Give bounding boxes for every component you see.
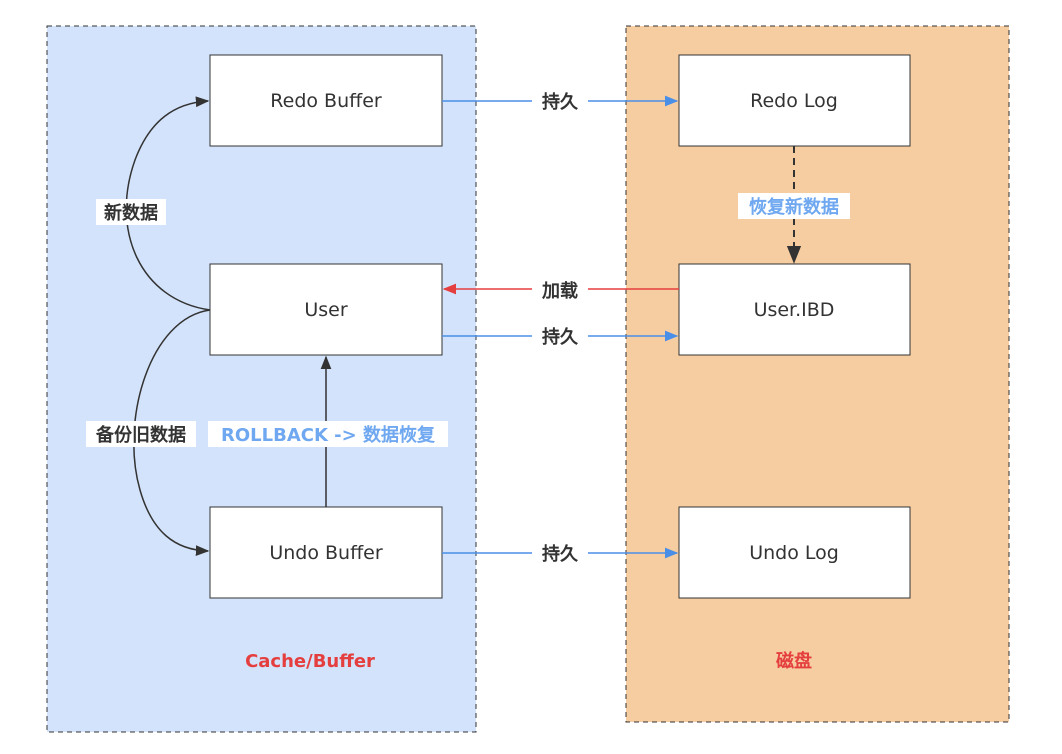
load-label: 加载 <box>541 280 578 302</box>
user-box: User <box>209 263 443 356</box>
disk-title: 磁盘 <box>776 650 812 672</box>
new-data-curve <box>125 96 211 311</box>
user-label: User <box>304 299 347 321</box>
user-ibd-box: User.IBD <box>678 263 911 356</box>
new-data-label: 新数据 <box>104 202 158 224</box>
recover-new-label: 恢复新数据 <box>749 196 839 218</box>
cache-buffer-title: Cache/Buffer <box>245 651 375 672</box>
undo-log-box: Undo Log <box>678 506 911 599</box>
persist-user-label: 持久 <box>542 326 579 348</box>
redo-buffer-label: Redo Buffer <box>270 90 382 112</box>
redo-log-label: Redo Log <box>750 90 838 112</box>
undo-log-label: Undo Log <box>749 542 839 564</box>
undo-buffer-label: Undo Buffer <box>269 542 383 564</box>
persist-undo-label: 持久 <box>542 543 579 565</box>
rollback-label: ROLLBACK -> 数据恢复 <box>221 424 436 446</box>
redo-log-box: Redo Log <box>678 54 911 147</box>
redo-buffer-box: Redo Buffer <box>209 54 443 147</box>
persist-redo-label: 持久 <box>542 91 579 113</box>
user-ibd-label: User.IBD <box>754 299 835 321</box>
undo-buffer-box: Undo Buffer <box>209 506 443 599</box>
backup-old-label: 备份旧数据 <box>95 424 186 446</box>
backup-old-curve <box>133 309 211 557</box>
